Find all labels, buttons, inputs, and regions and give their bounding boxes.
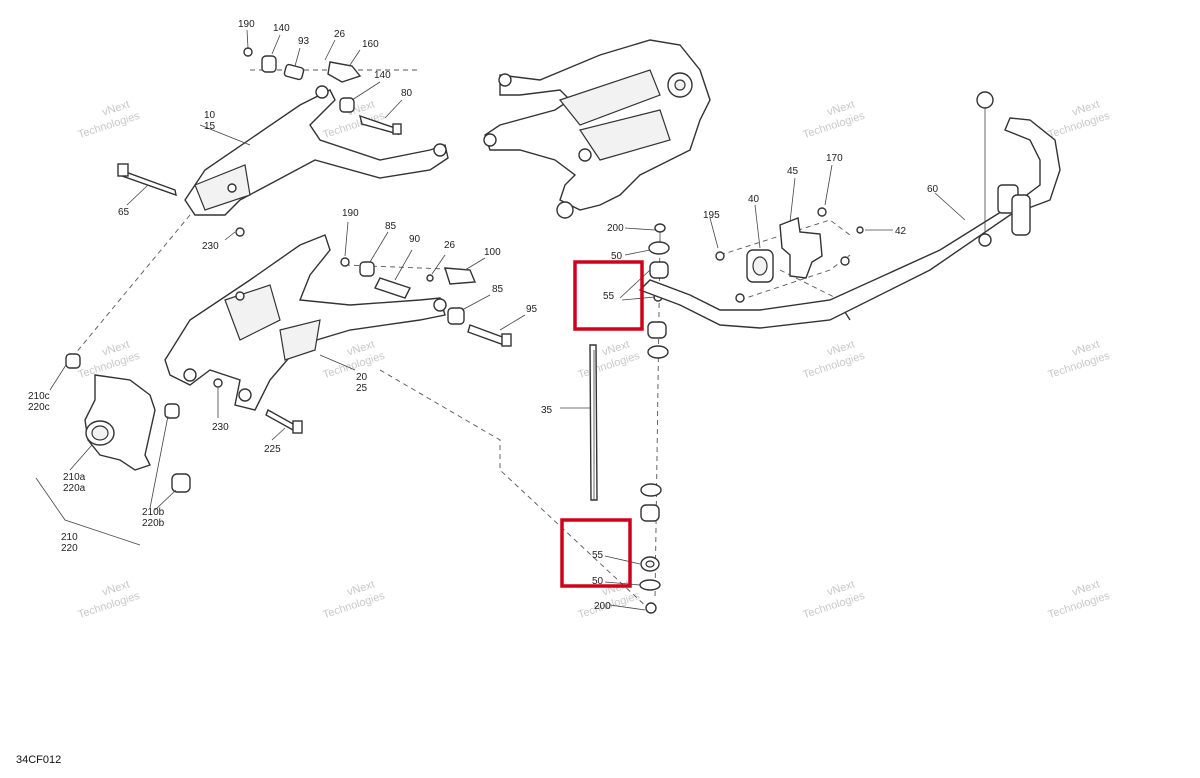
label-85: 85 xyxy=(385,221,397,232)
label-65: 65 xyxy=(118,207,130,218)
label-140: 140 xyxy=(273,23,290,34)
upper-a-arm xyxy=(184,85,449,216)
highlight-boxes xyxy=(560,260,644,588)
label-42: 42 xyxy=(895,226,907,237)
label-80: 80 xyxy=(401,88,413,99)
label-200: 200 xyxy=(607,223,624,234)
knuckle xyxy=(35,353,191,546)
label-15: 15 xyxy=(204,121,216,132)
lower-a-arm xyxy=(164,234,447,411)
leader-lines xyxy=(49,29,966,611)
label-10: 10 xyxy=(204,110,216,121)
label-195: 195 xyxy=(703,210,720,221)
label-26: 26 xyxy=(444,240,456,251)
label-210: 210 xyxy=(61,532,78,543)
frame-assembly xyxy=(483,39,711,219)
label-100: 100 xyxy=(484,247,501,258)
upper-arm-hardware xyxy=(117,47,402,237)
label-50: 50 xyxy=(611,251,623,262)
highlight-box-55-upper xyxy=(573,260,644,331)
label-210c: 210c xyxy=(28,391,50,402)
label-26: 26 xyxy=(334,29,346,40)
label-210b: 210b xyxy=(142,507,165,518)
diagram-code: 34CF012 xyxy=(16,754,62,766)
label-210a: 210a xyxy=(63,472,86,483)
label-225: 225 xyxy=(264,444,281,455)
label-60: 60 xyxy=(927,184,939,195)
label-220c: 220c xyxy=(28,402,50,413)
label-140: 140 xyxy=(374,70,391,81)
bushing-brackets xyxy=(715,207,864,303)
part-labels: 190 140 93 26 160 140 80 10 15 65 230 19… xyxy=(28,19,939,612)
label-190: 190 xyxy=(238,19,255,30)
label-220: 220 xyxy=(61,543,78,554)
label-50: 50 xyxy=(592,576,604,587)
label-160: 160 xyxy=(362,39,379,50)
label-190: 190 xyxy=(342,208,359,219)
label-20: 20 xyxy=(356,372,368,383)
label-230: 230 xyxy=(212,422,229,433)
label-95: 95 xyxy=(526,304,538,315)
lower-arm-hardware xyxy=(213,257,512,434)
label-85: 85 xyxy=(492,284,504,295)
label-93: 93 xyxy=(298,36,310,47)
label-200: 200 xyxy=(594,601,611,612)
label-230: 230 xyxy=(202,241,219,252)
label-170: 170 xyxy=(826,153,843,164)
highlight-box-55-lower xyxy=(560,518,632,588)
label-55: 55 xyxy=(592,550,604,561)
label-25: 25 xyxy=(356,383,368,394)
label-45: 45 xyxy=(787,166,799,177)
sway-link-stack xyxy=(589,223,670,614)
label-220a: 220a xyxy=(63,483,86,494)
label-55: 55 xyxy=(603,291,615,302)
label-90: 90 xyxy=(409,234,421,245)
label-35: 35 xyxy=(541,405,553,416)
label-40: 40 xyxy=(748,194,760,205)
label-220b: 220b xyxy=(142,518,165,529)
sway-bar xyxy=(638,91,1061,329)
